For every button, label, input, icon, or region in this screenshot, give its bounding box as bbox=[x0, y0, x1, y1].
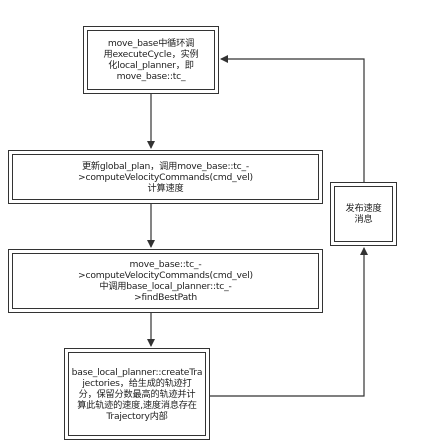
arrow-publish-to-loop bbox=[220, 55, 365, 182]
node-compute-velocity: 更新global_plan，调用move_base::tc_- >compute… bbox=[8, 150, 323, 204]
node-compute-text: 更新global_plan，调用move_base::tc_- >compute… bbox=[78, 160, 253, 194]
node-inner-border bbox=[12, 253, 319, 309]
node-loop-text: move_base中循环调 用executeCycle，实例 化local_pl… bbox=[103, 38, 199, 82]
node-move-base-loop: move_base中循环调 用executeCycle，实例 化local_pl… bbox=[83, 26, 219, 94]
node-create-trajectories: base_local_planner::createTra jectories，… bbox=[64, 348, 210, 440]
node-trajectories-text: base_local_planner::createTra jectories，… bbox=[71, 366, 203, 422]
node-inner-border bbox=[68, 352, 206, 436]
node-find-best-path: move_base::tc_- >computeVelocityCommands… bbox=[8, 249, 323, 313]
node-find-path-text: move_base::tc_- >computeVelocityCommands… bbox=[78, 259, 253, 303]
arrow-trajectories-to-publish bbox=[210, 247, 368, 397]
node-publish-velocity: 发布速度 消息 bbox=[330, 182, 397, 246]
node-inner-border bbox=[87, 30, 215, 90]
node-inner-border bbox=[12, 154, 319, 200]
node-publish-text: 发布速度 消息 bbox=[345, 203, 382, 225]
node-inner-border bbox=[334, 186, 393, 242]
